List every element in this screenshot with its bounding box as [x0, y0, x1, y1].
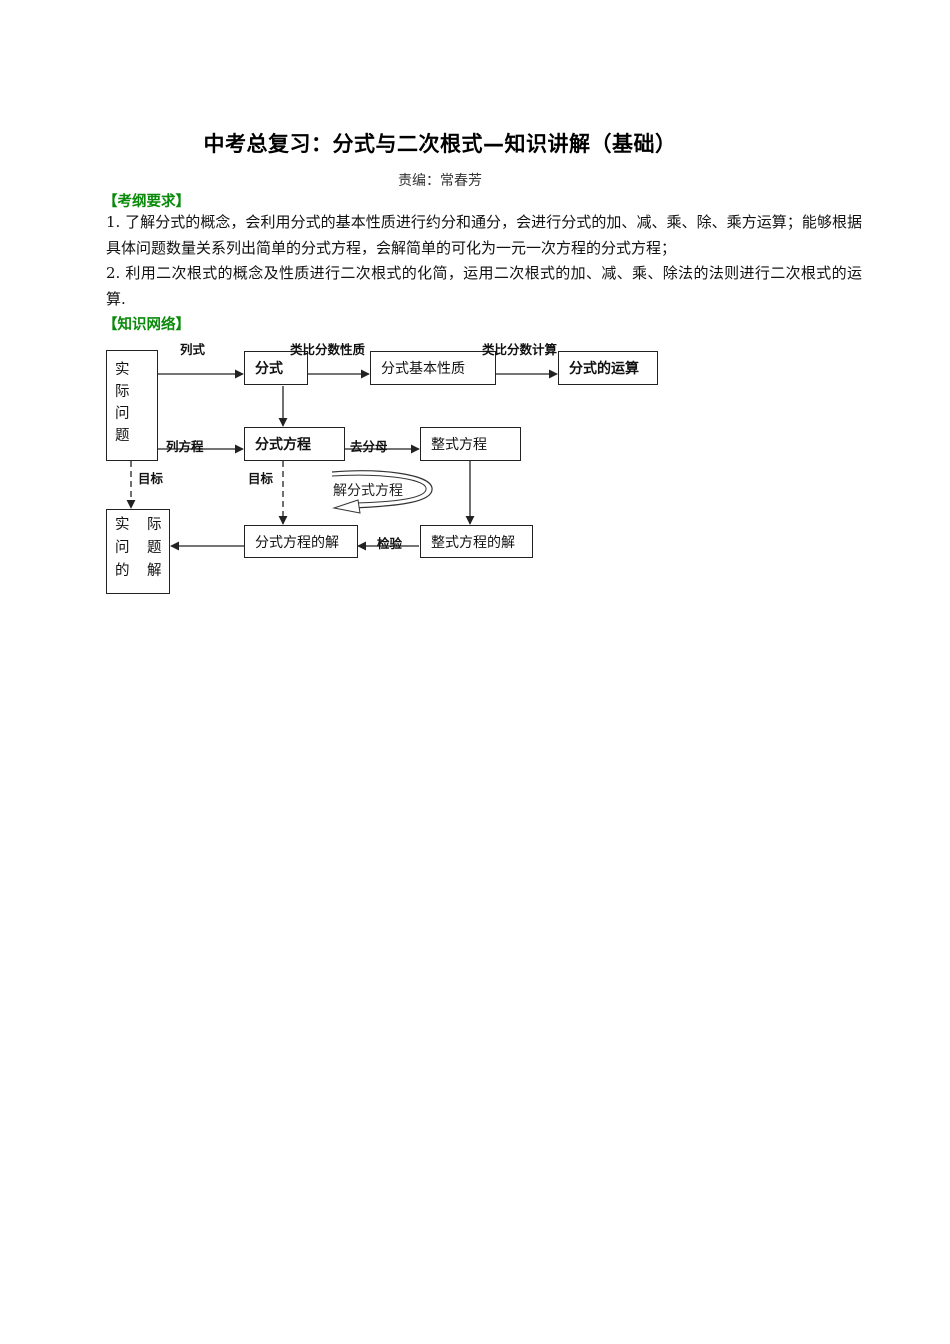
node-integral-equation-label: 整式方程 — [431, 437, 487, 453]
node-fraction-basic-property-label: 分式基本性质 — [381, 361, 465, 377]
node-integral-equation-solution: 整式方程的解 — [420, 525, 533, 558]
char: 问 — [115, 540, 130, 556]
editor-credit: 责编：常春芳 — [398, 173, 482, 189]
node-integral-equation-solution-label: 整式方程的解 — [431, 534, 515, 551]
node-real-problem-solution-label: 实 际 问 题 的 解 — [115, 516, 169, 581]
requirement-item-1: 1. 了解分式的概念，会利用分式的基本性质进行约分和通分，会进行分式的加、减、乘… — [106, 213, 862, 257]
node-fraction-basic-property: 分式基本性质 — [370, 351, 496, 385]
edge-label-goal-right: 目标 — [248, 471, 274, 486]
node-fraction: 分式 — [244, 351, 308, 385]
node-fractional-equation-solution-label: 分式方程的解 — [255, 534, 339, 551]
node-fraction-operations: 分式的运算 — [558, 351, 658, 385]
section-heading-knowledge-network: 【知识网络】 — [103, 317, 190, 333]
edge-label-verify: 检验 — [377, 536, 403, 551]
node-fractional-equation-label: 分式方程 — [255, 437, 311, 453]
requirement-item-2: 2. 利用二次根式的概念及性质进行二次根式的化简，运用二次根式的加、减、乘、除法… — [106, 264, 862, 308]
edge-label-goal-left: 目标 — [138, 471, 164, 486]
node-fractional-equation: 分式方程 — [244, 427, 345, 461]
loop-arrow-head — [332, 499, 361, 514]
node-integral-equation: 整式方程 — [420, 427, 521, 461]
node-real-problem-solution: 实 际 问 题 的 解 — [106, 509, 170, 594]
loop-label-solve-equation: 解分式方程 — [333, 483, 403, 499]
char: 际 — [147, 517, 162, 533]
node-fraction-operations-label: 分式的运算 — [569, 361, 639, 377]
edge-label-list-expression: 列式 — [180, 342, 206, 357]
char: 的 — [115, 563, 130, 579]
char: 实 — [115, 517, 130, 533]
edge-label-analogy-property: 类比分数性质 — [290, 342, 366, 357]
node-fractional-equation-solution: 分式方程的解 — [244, 525, 358, 558]
section-heading-exam-requirements: 【考纲要求】 — [103, 194, 190, 210]
char: 题 — [147, 540, 162, 556]
node-real-problem-label: 实际问题 — [115, 362, 130, 444]
edge-label-analogy-calc: 类比分数计算 — [482, 342, 558, 357]
edge-label-remove-denominator: 去分母 — [350, 439, 388, 454]
edge-label-list-equation: 列方程 — [166, 439, 204, 454]
node-real-problem: 实际问题 — [106, 350, 158, 461]
char: 解 — [147, 563, 162, 579]
node-fraction-label: 分式 — [255, 361, 283, 377]
page-title: 中考总复习：分式与二次根式—知识讲解（基础） — [203, 132, 677, 156]
